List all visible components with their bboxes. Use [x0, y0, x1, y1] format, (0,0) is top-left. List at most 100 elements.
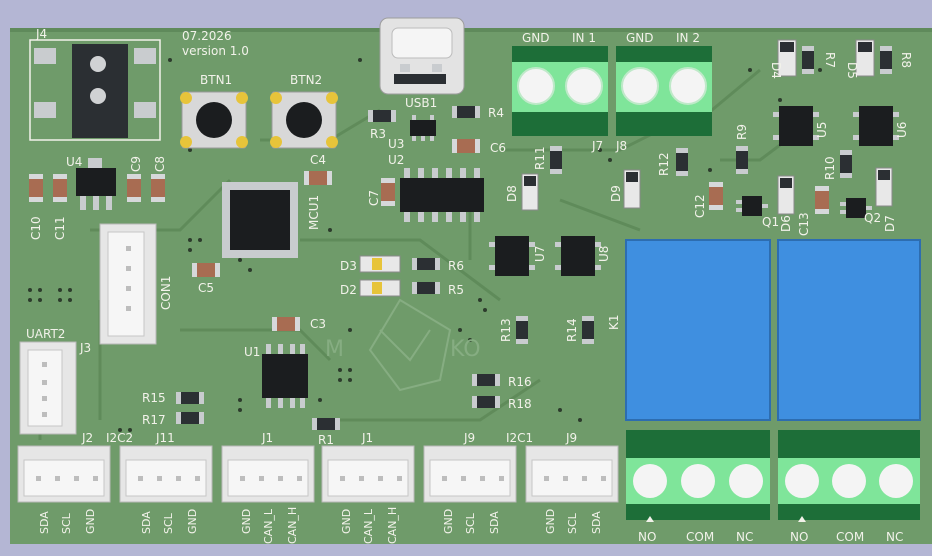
- ref-j8: J8: [615, 139, 627, 153]
- ref-c12: C12: [693, 194, 707, 218]
- q2-transistor: [840, 198, 872, 218]
- capacitor-c13: [815, 186, 829, 214]
- logo-text-right: KO: [450, 337, 481, 362]
- capacitor-c6: [452, 139, 480, 153]
- ref-r7: R7: [823, 52, 837, 68]
- j11-connector: [119, 445, 213, 503]
- resistor-r9: [736, 146, 748, 174]
- logo-text-left: M: [325, 337, 344, 362]
- ref-btn2: BTN2: [290, 73, 322, 87]
- ref-j9-a: J9: [463, 431, 475, 445]
- j8-in-label: IN 2: [676, 31, 700, 45]
- ref-u6: U6: [895, 122, 909, 138]
- ref-uart2: UART2: [26, 327, 65, 341]
- capacitor-c3: [272, 317, 300, 331]
- j9a-pin-sda: SDA: [488, 511, 501, 534]
- ref-d9: D9: [609, 185, 623, 202]
- btn2-button: [270, 91, 338, 149]
- j2-pin-sda: SDA: [38, 511, 51, 534]
- ref-r11: R11: [533, 146, 547, 170]
- ref-j2: J2: [81, 431, 93, 445]
- u8-optocoupler: [555, 236, 601, 276]
- ref-c4: C4: [310, 153, 326, 167]
- btn1-button: [180, 91, 248, 149]
- relay-k1: [625, 239, 771, 421]
- ref-r14: R14: [565, 318, 579, 342]
- relay-k2: [777, 239, 921, 421]
- relay2-no-label: NO: [790, 530, 808, 544]
- resistor-r16: [472, 374, 500, 386]
- ref-d3: D3: [340, 259, 357, 273]
- j7-in-label: IN 1: [572, 31, 596, 45]
- j3-uart-connector: [19, 341, 77, 435]
- resistor-r15: [176, 392, 204, 404]
- ref-d2: D2: [340, 283, 357, 297]
- vias: [28, 58, 822, 432]
- diode-d6: [777, 175, 795, 215]
- ref-d5: D5: [845, 62, 859, 79]
- j2-connector: [17, 445, 111, 503]
- resistor-r8: [880, 46, 892, 74]
- j1b-pin-gnd: GND: [340, 509, 353, 534]
- ref-q1: Q1: [762, 215, 779, 229]
- con1-connector: [99, 223, 157, 345]
- j11-pin-scl: SCL: [162, 512, 175, 534]
- ref-r13: R13: [499, 318, 513, 342]
- led-d3: [359, 255, 401, 273]
- ref-u3: U3: [388, 137, 404, 151]
- ref-u7: U7: [533, 246, 547, 262]
- ref-c9: C9: [129, 156, 143, 172]
- capacitor-c7: [381, 178, 395, 206]
- ref-r4: R4: [488, 106, 504, 120]
- j8-terminal-block: [616, 46, 712, 136]
- ref-usb1: USB1: [405, 96, 437, 110]
- relay1-terminal-block: [626, 430, 770, 522]
- u4-regulator: [76, 158, 116, 210]
- diode-d9: [623, 169, 641, 209]
- j11-pin-gnd: GND: [186, 509, 199, 534]
- ref-r8: R8: [899, 52, 913, 68]
- ref-r15: R15: [142, 391, 166, 405]
- j2-pin-scl: SCL: [60, 512, 73, 534]
- ref-r6: R6: [448, 259, 464, 273]
- ref-r10: R10: [823, 156, 837, 180]
- ref-r17: R17: [142, 413, 166, 427]
- j11-pin-sda: SDA: [140, 511, 153, 534]
- resistor-r11: [550, 146, 562, 174]
- j1a-pin-canh: CAN_H: [286, 507, 299, 544]
- ref-i2c2: I2C2: [106, 431, 133, 445]
- led-d4: [777, 39, 797, 77]
- j9b-pin-sda: SDA: [590, 511, 603, 534]
- u3-chip: [410, 115, 436, 141]
- ref-c11: C11: [53, 216, 67, 240]
- resistor-r6: [412, 258, 440, 270]
- ref-d7: D7: [883, 215, 897, 232]
- ref-j11: J11: [155, 431, 175, 445]
- board-date: 07.2026: [182, 29, 232, 43]
- resistor-r14: [582, 316, 594, 344]
- capacitor-c12: [709, 182, 723, 210]
- ref-j3: J3: [79, 341, 91, 355]
- j1a-pin-canl: CAN_L: [262, 508, 275, 544]
- capacitor-c10: [29, 174, 43, 202]
- ref-k1: K1: [607, 314, 621, 330]
- j9b-pin-scl: SCL: [566, 512, 579, 534]
- mcu1-chip: [222, 182, 298, 258]
- capacitor-c4: [304, 171, 332, 185]
- u2-chip: [400, 168, 484, 222]
- j9-connector-a: [423, 445, 517, 503]
- capacitor-c5: [192, 263, 220, 277]
- ref-btn1: BTN1: [200, 73, 232, 87]
- ref-c5: C5: [198, 281, 214, 295]
- ref-u8: U8: [597, 246, 611, 262]
- resistor-r10: [840, 150, 852, 178]
- ref-u2: U2: [388, 153, 404, 167]
- ref-mcu1: MCU1: [307, 195, 321, 230]
- ref-u5: U5: [815, 122, 829, 138]
- j1a-pin-gnd: GND: [240, 509, 253, 534]
- relay1-no-label: NO: [638, 530, 656, 544]
- resistor-r13: [516, 316, 528, 344]
- ref-c8: C8: [153, 156, 167, 172]
- ref-c3: C3: [310, 317, 326, 331]
- j9a-pin-scl: SCL: [464, 512, 477, 534]
